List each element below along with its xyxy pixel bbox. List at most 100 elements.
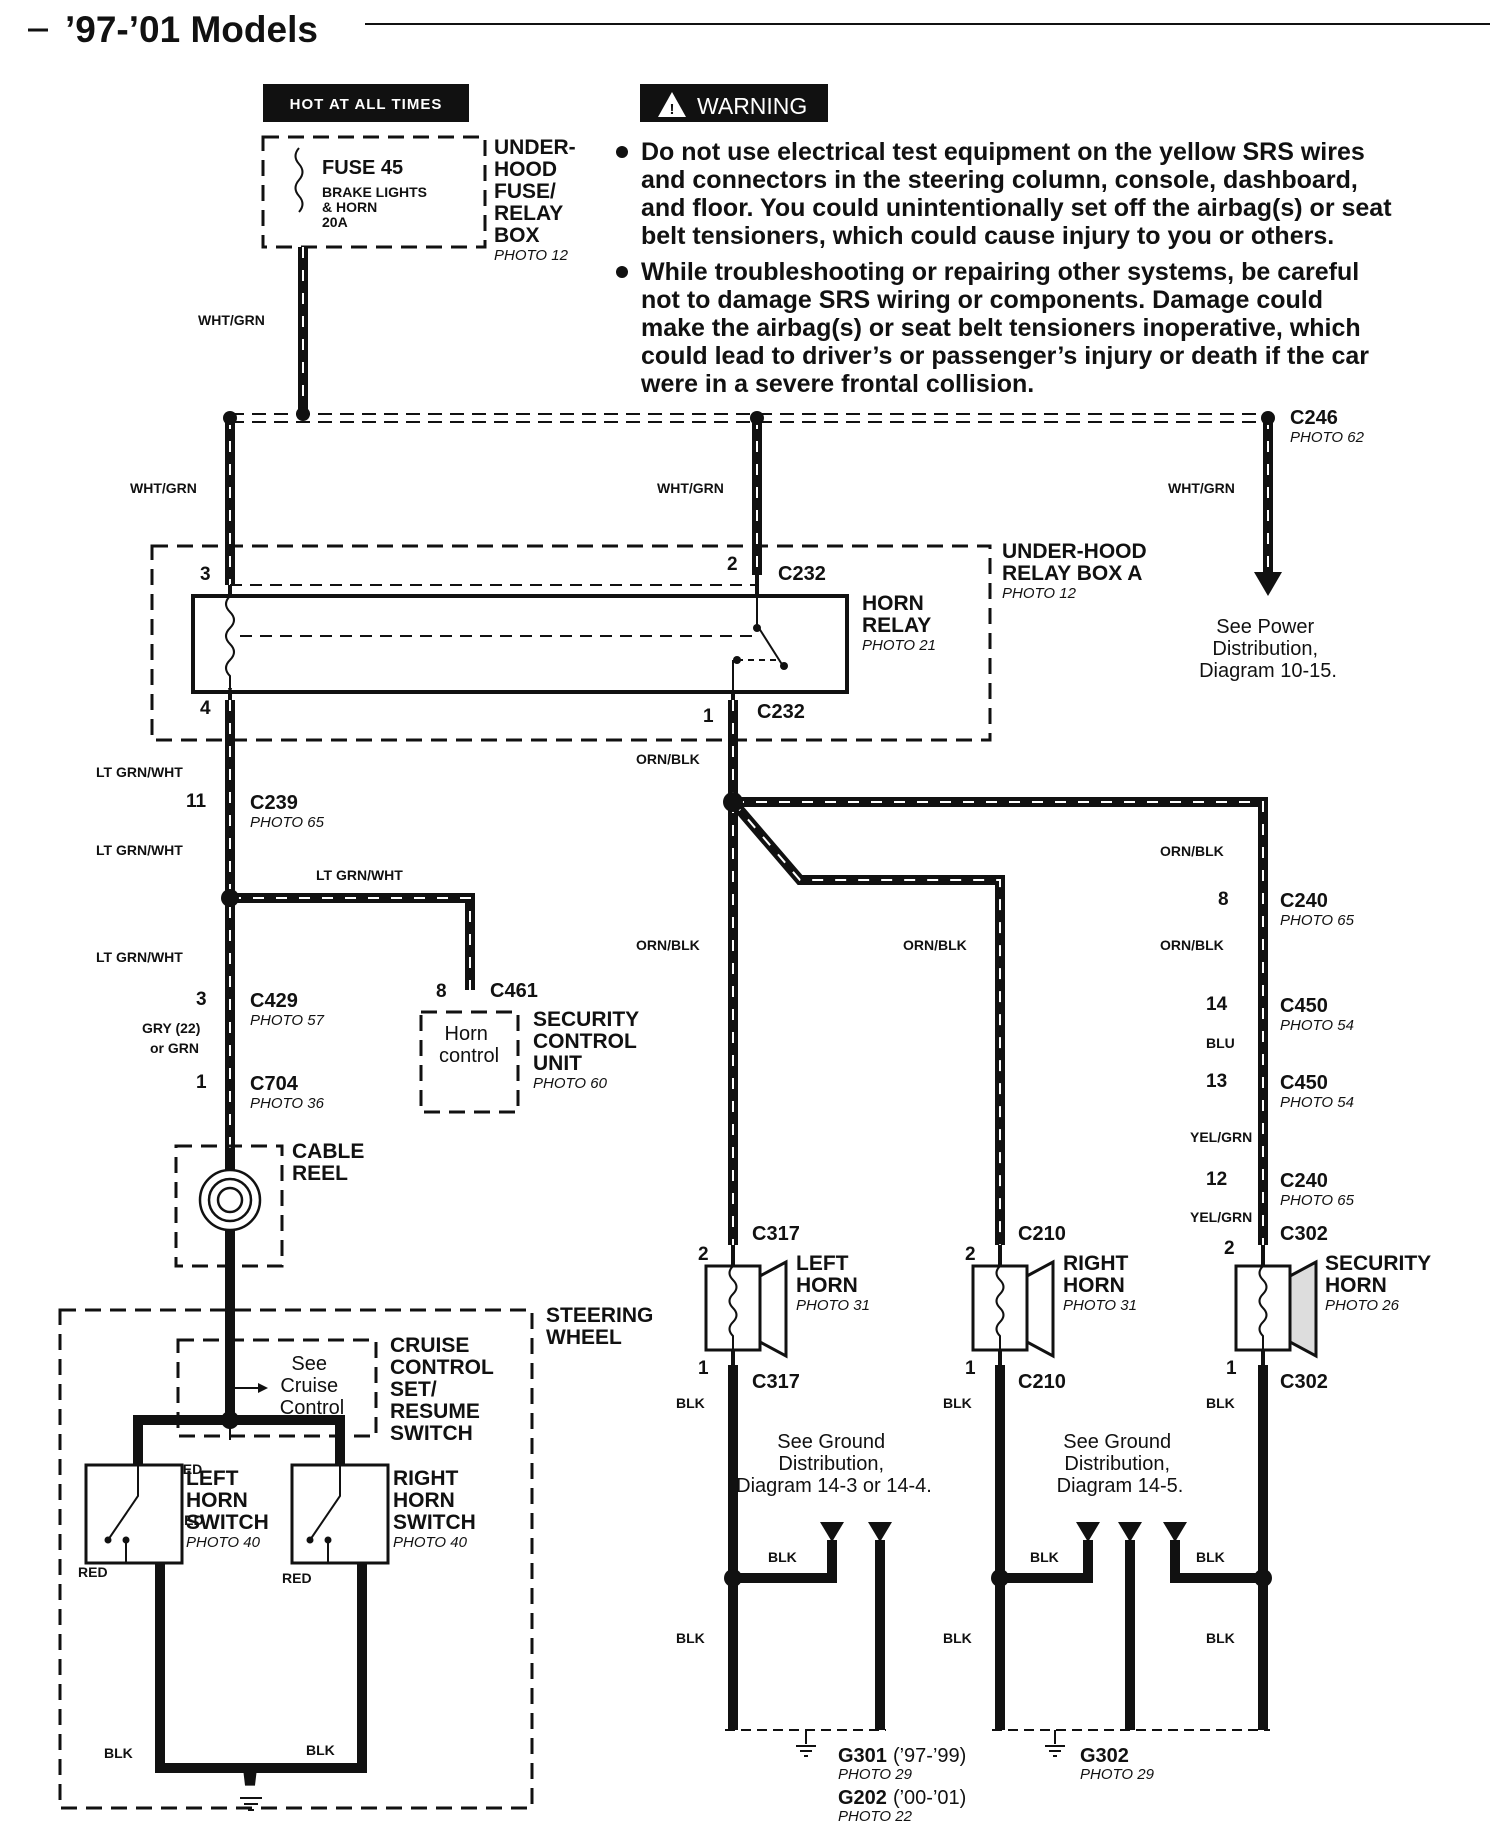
relay-pin-2: 2 xyxy=(727,554,738,575)
c450b-photo: PHOTO 54 xyxy=(1280,1094,1354,1111)
left-horn-switch-photo: PHOTO 40 xyxy=(186,1534,261,1551)
right-horn-pin-1: 1 xyxy=(965,1358,976,1379)
c302-bottom: C302 xyxy=(1280,1371,1328,1393)
right-horn-label: RIGHT HORN xyxy=(1063,1252,1134,1297)
c704-photo: PHOTO 36 xyxy=(250,1095,325,1112)
cruise-switch-outline xyxy=(176,1338,378,1438)
wire-label: or GRN xyxy=(150,1040,199,1056)
cable-reel-icon xyxy=(198,1168,262,1232)
wire-label: LT GRN/WHT xyxy=(96,949,183,965)
right-horn-switch-photo: PHOTO 40 xyxy=(393,1534,468,1551)
security-horn-icon xyxy=(1234,1259,1318,1359)
c429-pin: 3 xyxy=(196,989,207,1010)
horn-relay xyxy=(191,594,849,694)
c450b-pin: 13 xyxy=(1206,1071,1227,1092)
c450a-label: C450 xyxy=(1280,995,1328,1017)
left-horn-switch-label: LEFT HORN SWITCH xyxy=(186,1467,269,1534)
wire-label: RED xyxy=(282,1570,312,1586)
g302-label: G302 xyxy=(1080,1745,1129,1767)
c232-label-top: C232 xyxy=(778,563,826,585)
ground-icon xyxy=(1045,1730,1065,1757)
left-horn-pin-2: 2 xyxy=(698,1244,709,1265)
c239-photo: PHOTO 65 xyxy=(250,814,325,831)
hot-banner xyxy=(263,84,469,122)
warning-label: WARNING xyxy=(697,93,807,119)
c461-label: C461 xyxy=(490,980,538,1002)
wire-label: BLK xyxy=(943,1395,972,1411)
wire-label: LT GRN/WHT xyxy=(96,842,183,858)
wire-label: BLK xyxy=(943,1630,972,1646)
left-horn-switch xyxy=(84,1463,184,1565)
warning-box: ! WARNING xyxy=(640,84,828,122)
wire-label: ORN/BLK xyxy=(903,937,967,953)
relay-pin-4: 4 xyxy=(200,698,211,719)
bullet-icon xyxy=(616,146,628,158)
c704-label: C704 xyxy=(250,1073,299,1095)
wire-label: BLK xyxy=(676,1395,705,1411)
wires xyxy=(133,247,1273,1786)
c210-bottom: C210 xyxy=(1018,1371,1066,1393)
c240a-label: C240 xyxy=(1280,890,1328,912)
relay-pin-1: 1 xyxy=(703,706,714,727)
fuse-name: FUSE 45 xyxy=(322,157,403,179)
c239-pin: 11 xyxy=(186,791,207,812)
c317-top: C317 xyxy=(752,1223,800,1245)
fuse-icon xyxy=(294,147,304,213)
wire-label: WHT/GRN xyxy=(130,480,197,496)
ground-icon xyxy=(796,1730,816,1757)
g301-photo: PHOTO 29 xyxy=(838,1766,913,1783)
wire-label: YEL/GRN xyxy=(1190,1209,1252,1225)
ground-icon xyxy=(240,1797,262,1811)
wire-label: WHT/GRN xyxy=(198,312,265,328)
junctions xyxy=(221,407,1275,1587)
left-horn-pin-1: 1 xyxy=(698,1358,709,1379)
wire-label: BLK xyxy=(768,1549,797,1565)
wire-label: GRY (22) xyxy=(142,1020,200,1036)
relay-box-outline xyxy=(150,544,992,742)
c429-photo: PHOTO 57 xyxy=(250,1012,325,1029)
left-horn-label: LEFT HORN xyxy=(796,1252,858,1297)
fuse-box-outline xyxy=(261,135,487,249)
wire-label: WHT/GRN xyxy=(657,480,724,496)
wire-label: RED xyxy=(78,1564,108,1580)
fuse-rating: 20A xyxy=(322,214,348,230)
security-horn-pin-2: 2 xyxy=(1224,1238,1235,1259)
horn-relay-label: HORN RELAY xyxy=(862,592,931,637)
security-horn-label: SECURITY HORN xyxy=(1325,1252,1437,1297)
wire-label: BLK xyxy=(104,1745,133,1761)
fuse-box-label: UNDER- HOOD FUSE/ RELAY BOX xyxy=(494,136,582,247)
right-horn-photo: PHOTO 31 xyxy=(1063,1297,1137,1314)
c240b-pin: 12 xyxy=(1206,1169,1227,1190)
c461-pin: 8 xyxy=(436,981,447,1002)
security-horn-photo: PHOTO 26 xyxy=(1325,1297,1400,1314)
c239-label: C239 xyxy=(250,792,298,814)
c302-top: C302 xyxy=(1280,1223,1328,1245)
arrow-right-icon xyxy=(258,1383,268,1393)
security-horn-pin-1: 1 xyxy=(1226,1358,1237,1379)
warning-bullet-1: Do not use electrical test equipment on … xyxy=(641,138,1398,250)
g202-photo: PHOTO 22 xyxy=(838,1808,913,1825)
switch-icon xyxy=(309,1465,341,1563)
ground-distribution-ref-2: See Ground Distribution, Diagram 14-5. xyxy=(1057,1431,1184,1497)
c246-photo: PHOTO 62 xyxy=(1290,429,1365,446)
warning-triangle-icon xyxy=(658,92,686,117)
c240a-photo: PHOTO 65 xyxy=(1280,912,1355,929)
svg-text:!: ! xyxy=(670,101,675,118)
wire-label: BLK xyxy=(306,1742,335,1758)
c246-label: C246 xyxy=(1290,407,1338,429)
c232-label-bottom: C232 xyxy=(757,701,805,723)
security-unit-label: SECURITY CONTROL UNIT xyxy=(533,1008,645,1075)
wire-label: ORN/BLK xyxy=(1160,843,1224,859)
hot-banner-label: HOT AT ALL TIMES xyxy=(290,96,443,113)
c429-label: C429 xyxy=(250,990,298,1012)
g202-label: G202(’00-’01) xyxy=(838,1787,966,1809)
wire-label: WHT/GRN xyxy=(1168,480,1235,496)
g302-photo: PHOTO 29 xyxy=(1080,1766,1155,1783)
wire-label: BLK xyxy=(1196,1549,1225,1565)
relay-pin-3: 3 xyxy=(200,564,211,585)
left-horn-photo: PHOTO 31 xyxy=(796,1297,870,1314)
bullet-icon xyxy=(616,266,628,278)
fuse-description: BRAKE LIGHTS & HORN xyxy=(322,184,431,215)
c210-top: C210 xyxy=(1018,1223,1066,1245)
